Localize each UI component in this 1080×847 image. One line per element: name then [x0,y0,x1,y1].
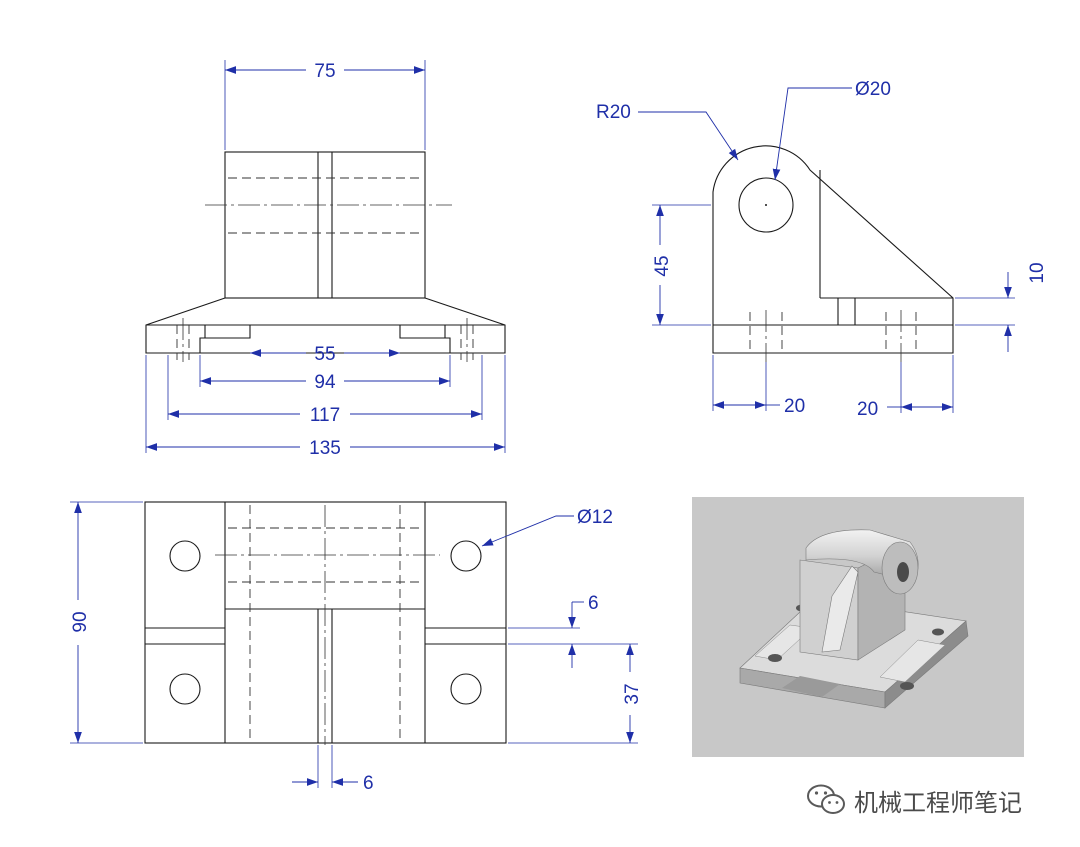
wechat-icon [807,784,845,814]
top-hole-bl [169,673,201,705]
watermark: 机械工程师笔记 [806,780,1022,820]
dim-half-depth: 37 [622,683,643,704]
dim-slot: 55 [314,344,335,365]
side-view: R20 Ø20 45 10 20 20 [596,79,1048,420]
dim-holes-inner: 94 [314,372,336,393]
front-view: 75 55 94 117 135 [145,60,506,459]
dim-hole: Ø12 [577,507,613,528]
dim-hole-right: 20 [857,399,878,420]
dim-offset: 6 [588,593,599,614]
dim-radius: R20 [596,102,631,123]
dim-overall: 135 [309,438,341,459]
watermark-text: 机械工程师笔记 [854,788,1022,817]
dim-hole-left: 20 [784,396,805,417]
render-3d [692,497,1024,757]
side-profile [712,145,954,354]
front-upper-block [224,151,426,299]
top-hole-br [450,673,482,705]
top-outline [144,501,507,744]
dim-height: 45 [652,255,673,276]
top-view: Ø12 90 6 37 6 [70,501,643,794]
dim-rib: 6 [363,773,374,794]
side-bore [738,177,794,233]
dim-base: 10 [1027,262,1048,283]
top-hole-tr [450,540,482,572]
dim-depth: 90 [70,611,91,632]
dim-top-width: 75 [314,61,335,82]
dim-bore: Ø20 [855,79,891,100]
front-slot [199,324,451,353]
dim-holes-outer: 117 [310,405,340,426]
top-hole-tl [169,540,201,572]
front-base-outline [145,297,506,354]
